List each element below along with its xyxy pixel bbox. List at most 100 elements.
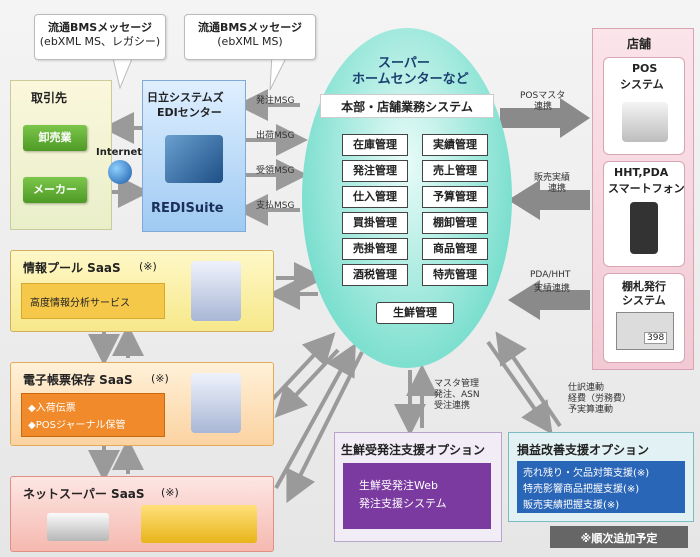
pos-line2: システム [620, 78, 664, 91]
msg-receive: 受領MSG [256, 166, 295, 176]
pos-line1: POS [632, 62, 658, 75]
module-bargain: 特売管理 [422, 264, 488, 286]
saas-ledger-item-1: ◆POSジャーナル保管 [28, 420, 126, 431]
core-subtitle-text: 本部・店舗業務システム [341, 100, 473, 114]
module-receivable: 売掛管理 [342, 238, 408, 260]
link-pda-line2: 実績連携 [534, 284, 571, 294]
partners-panel: 取引先 卸売業 メーカー [10, 80, 112, 230]
tag-box: 棚札発行 システム 398 [603, 273, 685, 363]
database-icon [191, 373, 241, 433]
msg-order: 発注MSG [256, 96, 295, 106]
edi-line1: 日立システムズ [147, 91, 224, 104]
option-profit-panel: 損益改善支援オプション 売れ残り・欠品対策支援(※) 特売影響商品把握支援(※)… [508, 432, 694, 522]
pos-register-icon [622, 102, 668, 142]
edi-line2: EDIセンター [157, 106, 222, 119]
saas-ledger-title: 電子帳票保存 SaaS [23, 373, 133, 387]
callout-left-line2: (ebXML MS、レガシー) [39, 35, 161, 48]
truck-icon [47, 513, 109, 541]
msg-pay: 支払MSG [256, 201, 295, 211]
link-fresh-0: マスタ管理 [434, 379, 480, 389]
link-fresh-2: 受注連携 [434, 401, 471, 411]
saas-ledger-item-0: ◆入荷伝票 [28, 403, 76, 414]
saas-info-title: 情報プール SaaS [23, 261, 121, 275]
option-fresh-title: 生鮮受発注支援オプション [341, 443, 486, 457]
module-results: 実績管理 [422, 134, 488, 156]
module-budget: 予算管理 [422, 186, 488, 208]
link-fresh-1: 発注、ASN [434, 390, 480, 400]
pos-box: POS システム [603, 57, 685, 155]
redisuite-logo: REDISuite [151, 201, 224, 216]
callout-right-line1: 流通BMSメッセージ [197, 21, 303, 34]
option-profit-box: 売れ残り・欠品対策支援(※) 特売影響商品把握支援(※) 販売実績把握支援(※) [517, 461, 685, 513]
option-fresh-line-0: 生鮮受発注Web [359, 479, 438, 492]
link-pos-line1: POSマスタ [520, 91, 566, 101]
saas-net-title: ネットスーパー SaaS [23, 487, 145, 501]
module-sales: 売上管理 [422, 160, 488, 182]
option-fresh-box: 生鮮受発注Web 発注支援システム [343, 463, 491, 529]
tag-line1: 棚札発行 [622, 280, 666, 293]
link-pda-line1: PDA/HHT [530, 270, 571, 280]
link-profit-1: 経費（労務費） [568, 394, 632, 404]
arrow-pda [508, 280, 590, 320]
internet-label: Internet [96, 147, 143, 158]
hht-box: HHT,PDA スマートフォン [603, 161, 685, 267]
saas-info-item-text: 高度情報分析サービス [30, 298, 130, 309]
arrow-pos [500, 98, 590, 138]
module-ordering: 発注管理 [342, 160, 408, 182]
saas-net-super: ネットスーパー SaaS (※) [10, 476, 274, 552]
module-fresh: 生鮮管理 [376, 302, 454, 324]
monitor-icon [616, 312, 674, 350]
store-panel: 店舗 POS システム HHT,PDA スマートフォン 棚札発行 システム 39… [592, 28, 694, 370]
globe-icon [108, 160, 132, 184]
saas-info-item: 高度情報分析サービス [21, 283, 165, 319]
store-title: 店舗 [627, 37, 652, 51]
arrow-sales [508, 180, 590, 220]
module-stocktake: 棚卸管理 [422, 212, 488, 234]
core-subtitle: 本部・店舗業務システム [320, 94, 494, 118]
callout-left-line1: 流通BMSメッセージ [47, 21, 153, 34]
core-title-line2: ホームセンターなど [352, 72, 469, 87]
store-building-icon [141, 505, 257, 543]
saas-ledger-items: ◆入荷伝票 ◆POSジャーナル保管 [21, 393, 165, 437]
server-icon [165, 135, 223, 183]
option-profit-title: 損益改善支援オプション [517, 443, 650, 457]
callout-bms-legacy: 流通BMSメッセージ (ebXML MS、レガシー) [34, 14, 166, 60]
hht-line2: スマートフォン [608, 182, 685, 195]
link-sales-line1: 販売実績 [534, 173, 571, 183]
callout-right-line2: (ebXML MS) [217, 35, 283, 48]
tag-price: 398 [644, 332, 668, 344]
hht-line1: HHT,PDA [614, 166, 669, 179]
core-title-line1: スーパー [378, 56, 430, 71]
footnote-box: ※順次追加予定 [550, 526, 688, 548]
tag-line2: システム [622, 294, 666, 307]
saas-info-note: (※) [139, 260, 157, 273]
callout-bms-ebxml: 流通BMSメッセージ (ebXML MS) [184, 14, 316, 60]
saas-ledger-note: (※) [151, 372, 169, 385]
module-purchasing: 仕入管理 [342, 186, 408, 208]
option-profit-line-2: 販売実績把握支援(※) [523, 500, 620, 511]
database-icon [191, 261, 241, 321]
option-profit-line-0: 売れ残り・欠品対策支援(※) [523, 468, 650, 479]
option-fresh-line-1: 発注支援システム [359, 497, 447, 510]
module-payable: 買掛管理 [342, 212, 408, 234]
link-sales-line2: 連携 [548, 184, 567, 194]
saas-ledger: 電子帳票保存 SaaS (※) ◆入荷伝票 ◆POSジャーナル保管 [10, 362, 274, 446]
msg-ship: 出荷MSG [256, 131, 295, 141]
smartphone-icon [630, 202, 658, 254]
edi-center-panel: 日立システムズ EDIセンター REDISuite [142, 80, 246, 232]
partners-title: 取引先 [31, 91, 68, 105]
saas-info-pool: 情報プール SaaS (※) 高度情報分析サービス [10, 250, 274, 332]
link-profit-0: 仕訳連動 [568, 383, 605, 393]
link-profit-2: 予実算連動 [568, 405, 614, 415]
module-product: 商品管理 [422, 238, 488, 260]
option-fresh-panel: 生鮮受発注支援オプション 生鮮受発注Web 発注支援システム [334, 432, 502, 542]
saas-net-note: (※) [161, 486, 179, 499]
option-profit-line-1: 特売影響商品把握支援(※) [523, 484, 640, 495]
partner-wholesale: 卸売業 [23, 125, 87, 151]
link-pos-line2: 連携 [534, 102, 553, 112]
partner-maker: メーカー [23, 177, 87, 203]
module-liquor-tax: 酒税管理 [342, 264, 408, 286]
module-inventory: 在庫管理 [342, 134, 408, 156]
